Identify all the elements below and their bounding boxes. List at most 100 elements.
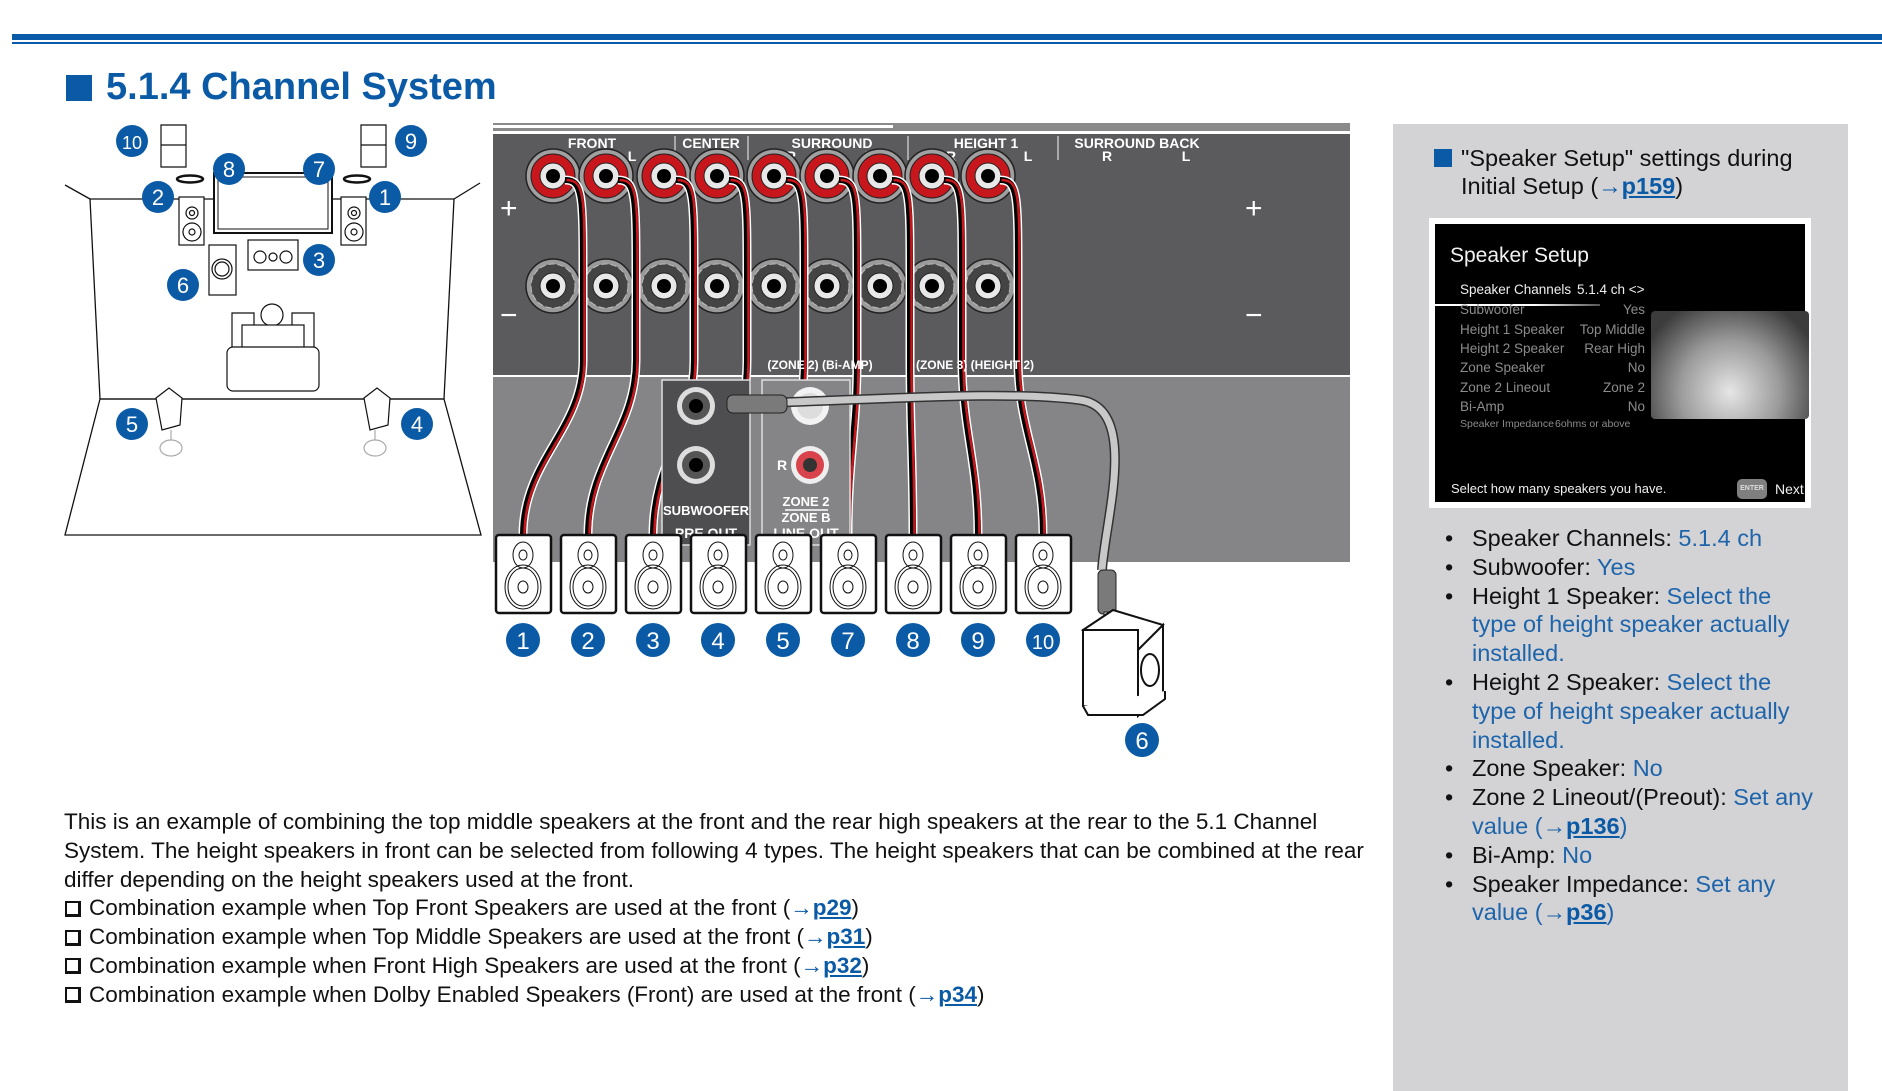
speaker-badge-4: 4 (701, 623, 735, 657)
page-link-p29[interactable]: p29 (812, 895, 852, 921)
page-link-p136[interactable]: p136 (1566, 812, 1620, 839)
screen-hint: Select how many speakers you have. (1451, 481, 1667, 496)
speaker-wire (891, 175, 918, 536)
svg-text:9: 9 (971, 628, 984, 655)
minus-terminal[interactable] (746, 258, 802, 314)
svg-text:6: 6 (1135, 728, 1148, 755)
svg-text:3: 3 (646, 628, 659, 655)
setting-value: No (1632, 755, 1663, 782)
subwoofer-pre-out-jack-1[interactable] (677, 387, 715, 425)
setting-key: Height 2 Speaker: (1472, 668, 1667, 695)
plus-terminal[interactable] (636, 148, 692, 204)
minus-terminal[interactable] (689, 258, 745, 314)
svg-text:1: 1 (516, 628, 529, 655)
arrow-icon: → (1542, 899, 1567, 926)
page-link-p32[interactable]: p32 (823, 952, 862, 978)
minus-terminal[interactable] (636, 258, 692, 314)
plus-terminal[interactable] (689, 148, 745, 204)
speaker-badge-9: 9 (961, 623, 995, 657)
label-height1-l: L (1024, 148, 1033, 164)
setting-key: Zone 2 Lineout/(Preout): (1472, 784, 1734, 811)
plus-terminal[interactable] (904, 148, 960, 204)
surround-left-speaker-icon (155, 387, 183, 457)
line-out-r-jack[interactable] (791, 446, 829, 484)
bookshelf-speaker-icon (949, 533, 1008, 615)
arrow-icon: → (790, 895, 813, 921)
page-link-p34[interactable]: p34 (938, 981, 977, 1007)
screen-setting-label: Zone Speaker (1460, 360, 1545, 375)
checkbox-bullet-icon (65, 987, 81, 1004)
screen-setting-label: Bi-Amp (1460, 399, 1505, 414)
checkbox-bullet-icon (65, 929, 81, 946)
setting-item: Bi-Amp: No (1445, 841, 1815, 870)
svg-text:2: 2 (581, 628, 594, 655)
subwoofer-pre-out-jack-2[interactable] (677, 446, 715, 484)
screen-setting-label: Speaker Impedance (1460, 418, 1554, 430)
minus-terminal[interactable] (960, 258, 1016, 314)
page-link-p159[interactable]: p159 (1621, 173, 1676, 199)
page-link-p31[interactable]: p31 (826, 924, 866, 950)
plus-terminal[interactable] (960, 148, 1016, 204)
combo-link-row: Combination example when Dolby Enabled S… (64, 981, 1364, 1010)
plus-terminal[interactable] (746, 148, 802, 204)
ceiling-speaker-left-icon (175, 174, 205, 184)
header-rule (12, 34, 1882, 40)
receiver-wiring-diagram: FRONT R L CENTER SURROUND R L HEIGHT 1 R… (493, 123, 1350, 757)
badge-10: 10 (116, 125, 148, 157)
label-front-l: L (628, 148, 637, 164)
minus-terminal[interactable] (799, 258, 855, 314)
plus-terminal[interactable] (799, 148, 855, 204)
description: This is an example of combining the top … (64, 808, 1364, 1010)
speaker-wire (999, 175, 1048, 536)
speaker-badge-6: 6 (1125, 723, 1159, 757)
arrow-icon: → (1598, 173, 1622, 199)
plus-terminal[interactable] (852, 148, 908, 204)
speaker-badge-5: 5 (766, 623, 800, 657)
screen-setting-value: Rear High (1584, 341, 1645, 356)
arrow-icon: → (915, 981, 939, 1007)
svg-text:1: 1 (379, 185, 391, 210)
speaker-wire (518, 175, 588, 536)
svg-text:4: 4 (711, 628, 724, 655)
minus-terminal[interactable] (578, 258, 634, 314)
screen-setting-label: Height 2 Speaker (1460, 341, 1565, 356)
setting-value: Set any value ( (1472, 784, 1813, 839)
badge-9: 9 (395, 125, 427, 157)
setting-item: Speaker Impedance: Set any value (→p36) (1445, 870, 1815, 928)
ceiling-speaker-right-icon (342, 174, 372, 184)
svg-text:9: 9 (405, 129, 417, 154)
plus-terminal[interactable] (578, 148, 634, 204)
front-right-speaker-icon (340, 196, 367, 246)
page-link-p36[interactable]: p36 (1566, 899, 1607, 926)
svg-text:5: 5 (776, 628, 789, 655)
minus-sign-left: − (500, 299, 518, 332)
speaker-badge-7: 7 (831, 623, 865, 657)
front-left-speaker-icon (178, 196, 205, 246)
zone2-label: ZONE 2 (783, 494, 830, 509)
svg-text:8: 8 (223, 157, 235, 182)
setting-key: Height 1 Speaker: (1472, 582, 1667, 609)
minus-terminal[interactable] (525, 258, 581, 314)
minus-terminal[interactable] (904, 258, 960, 314)
setting-item: Zone 2 Lineout/(Preout): Set any value (… (1445, 783, 1815, 841)
speaker-wire (583, 175, 641, 536)
setting-key: Speaker Impedance: (1472, 870, 1696, 897)
svg-text:2: 2 (152, 185, 164, 210)
surround-right-speaker-icon (363, 387, 391, 457)
arrow-icon: → (804, 924, 827, 950)
page-title: 5.1.4 Channel System (66, 66, 497, 109)
bookshelf-speaker-icon (559, 533, 618, 615)
screen-setting-label: Zone 2 Lineout (1460, 380, 1551, 395)
plus-terminal[interactable] (525, 148, 581, 204)
svg-text:10: 10 (122, 133, 142, 153)
label-front: FRONT (568, 135, 617, 151)
room-layout-diagram: 10 8 7 9 2 1 3 6 5 4 (64, 124, 482, 536)
room-preview-image (1651, 311, 1809, 419)
screen-selection-underline (1435, 304, 1600, 306)
bookshelf-speaker-icon (689, 533, 748, 615)
bookshelf-speaker-icon (819, 533, 878, 615)
svg-text:4: 4 (411, 412, 423, 437)
page-title-text: 5.1.4 Channel System (106, 66, 497, 108)
minus-sign-right: − (1245, 299, 1263, 332)
